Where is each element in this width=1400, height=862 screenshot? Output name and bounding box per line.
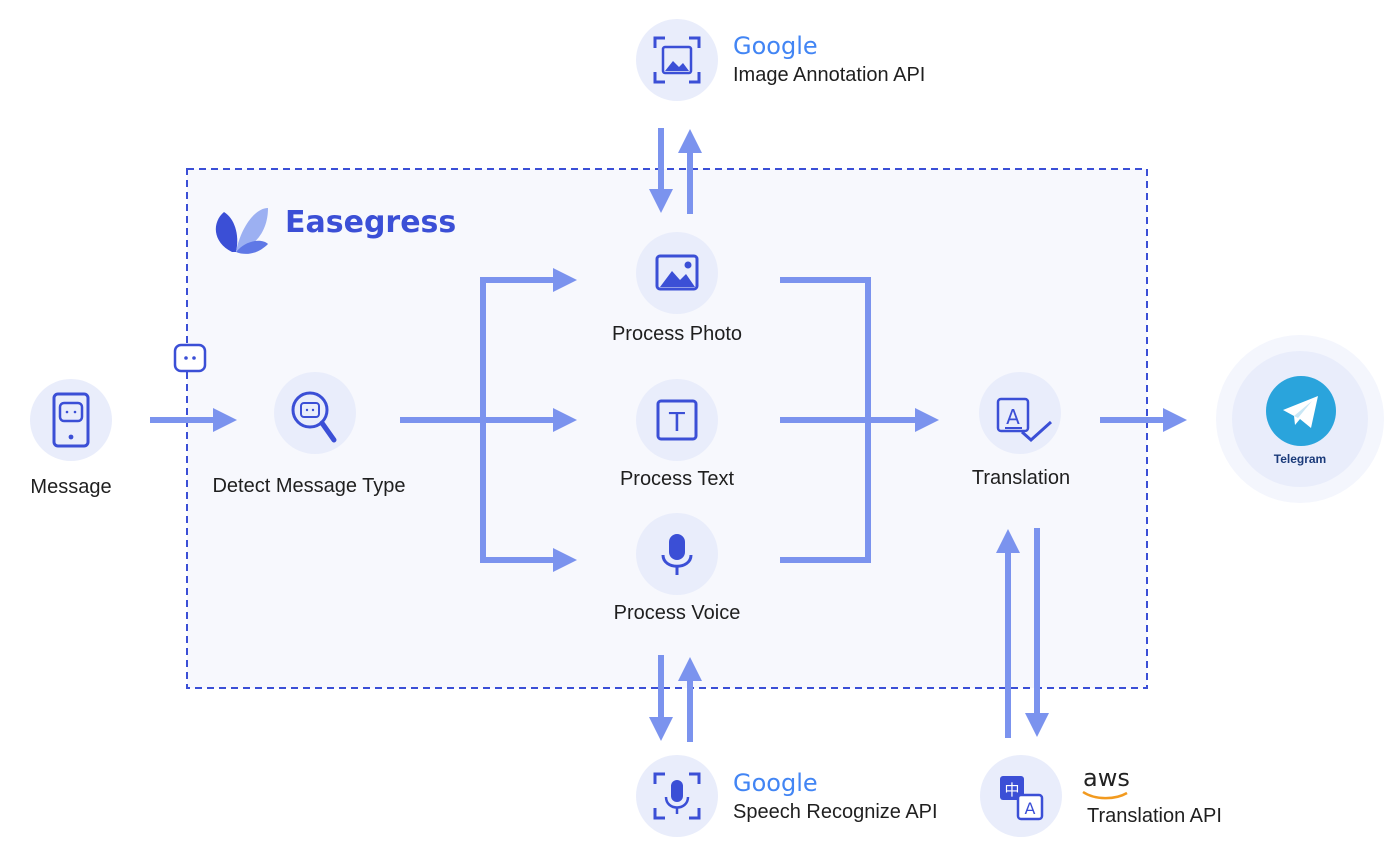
phone-chat-icon <box>52 392 90 448</box>
external-image-api: Google Image Annotation API <box>636 19 925 101</box>
node-detect: Detect Message Type <box>212 372 406 497</box>
translation-label: Translation <box>972 467 1070 489</box>
easegress-brand: Easegress <box>285 205 456 240</box>
image-icon <box>655 254 699 291</box>
svg-text:A: A <box>1025 799 1036 818</box>
node-process-photo: Process Photo <box>612 232 742 345</box>
message-label: Message <box>30 476 111 498</box>
external-translate-api: 中 A aws Translation API <box>980 755 1222 837</box>
image-scan-icon <box>653 36 701 84</box>
magnifier-chat-icon <box>291 391 337 443</box>
process-text-label: Process Text <box>620 468 735 490</box>
aws-logo: aws <box>1083 764 1130 792</box>
text-t-icon: T <box>656 399 698 441</box>
node-process-text: T Process Text <box>620 379 735 490</box>
translate-api-label: Translation API <box>1087 805 1222 827</box>
butterfly-logo-icon <box>215 208 268 254</box>
process-photo-label: Process Photo <box>612 323 742 345</box>
merge-photo <box>780 277 871 420</box>
process-voice-label: Process Voice <box>614 602 741 624</box>
chat-bubble-icon <box>173 343 207 373</box>
speech-api-label: Speech Recognize API <box>733 801 938 823</box>
node-translation: A Translation <box>972 372 1070 489</box>
image-api-label: Image Annotation API <box>733 64 925 86</box>
connectors <box>150 128 1187 742</box>
microphone-scan-icon <box>653 772 701 820</box>
svg-text:A: A <box>1006 405 1020 429</box>
node-process-voice: Process Voice <box>614 513 741 624</box>
external-speech-api: Google Speech Recognize API <box>636 755 938 837</box>
chinese-a-translate-icon: 中 A <box>1000 776 1044 821</box>
microphone-icon <box>661 534 693 575</box>
svg-text:中: 中 <box>1004 781 1019 799</box>
node-telegram: Telegram <box>1216 335 1384 503</box>
google-logo: Google <box>733 769 818 797</box>
node-message: Message <box>30 379 112 498</box>
telegram-plane-icon <box>1266 376 1336 446</box>
svg-text:T: T <box>668 408 685 438</box>
telegram-label: Telegram <box>1274 452 1326 466</box>
google-logo: Google <box>733 32 818 60</box>
aws-smile-icon <box>1082 790 1128 800</box>
translate-check-icon: A <box>996 397 1053 443</box>
detect-label: Detect Message Type <box>212 475 405 497</box>
merge-voice <box>780 420 871 563</box>
